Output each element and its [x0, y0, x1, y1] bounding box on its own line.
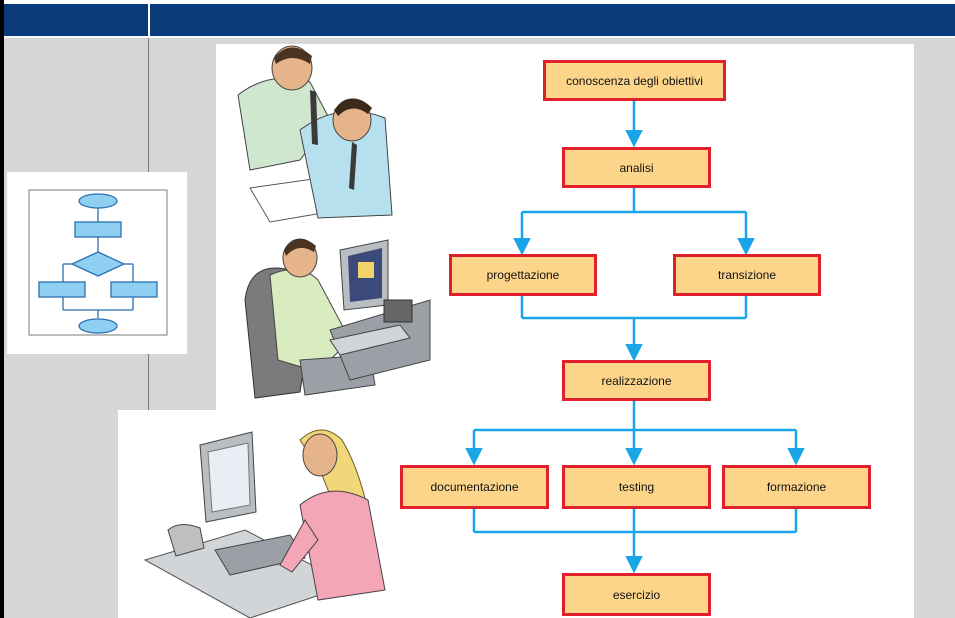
step-transizione: transizione: [673, 254, 821, 296]
step-esercizio: esercizio: [562, 573, 711, 616]
step-formazione: formazione: [722, 465, 871, 509]
step-documentazione: documentazione: [400, 465, 549, 509]
step-testing: testing: [562, 465, 711, 509]
step-obiettivi-label: conoscenza degli obiettivi: [566, 73, 703, 88]
illustration-panel: [118, 410, 348, 618]
flowchart-icon: [28, 189, 168, 336]
step-formazione-label: formazione: [766, 480, 827, 494]
header-bar: [4, 4, 955, 38]
flowchart-thumbnail: [7, 172, 187, 354]
step-testing-label: testing: [618, 480, 655, 494]
step-analisi-label: analisi: [619, 160, 654, 175]
step-esercizio-label: esercizio: [612, 587, 661, 602]
step-analisi: analisi: [562, 147, 711, 188]
header-divider: [148, 4, 150, 36]
step-progettazione: progettazione: [449, 254, 597, 296]
step-realizzazione: realizzazione: [562, 360, 711, 401]
step-transizione-label: transizione: [717, 268, 777, 282]
step-realizzazione-label: realizzazione: [601, 373, 672, 388]
step-progettazione-label: progettazione: [486, 268, 560, 282]
step-documentazione-label: documentazione: [430, 480, 519, 494]
left-border: [0, 0, 4, 618]
step-obiettivi: conoscenza degli obiettivi: [543, 60, 726, 101]
